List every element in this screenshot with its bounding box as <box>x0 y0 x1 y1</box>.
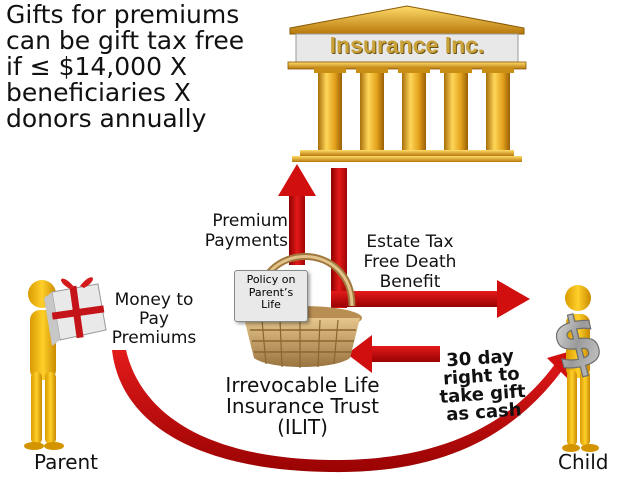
headline-line: beneficiaries X <box>6 78 191 107</box>
headline-line: donors annually <box>6 104 207 133</box>
label-line: Payments <box>204 231 288 251</box>
child-figure-icon <box>562 285 599 452</box>
gift-return-arrow <box>347 335 440 373</box>
policy-card: Policy on Parent’s Life <box>234 270 308 322</box>
death-benefit-label: Estate Tax Free Death Benefit <box>345 232 475 292</box>
trust-label: Irrevocable Life Insurance Trust (ILIT) <box>200 375 405 438</box>
policy-line: Parent’s <box>248 285 294 299</box>
child-caption: Child <box>558 450 609 474</box>
label-line: Irrevocable Life <box>225 373 380 397</box>
insurer-name: Insurance Inc. <box>329 32 485 58</box>
gift-box-icon <box>44 277 107 346</box>
gift-right-note: 30 day right to take gift as cash <box>430 346 535 426</box>
premium-payments-label: Premium Payments <box>178 211 288 251</box>
policy-line: Policy on <box>246 273 296 286</box>
label-line: Money to <box>114 290 194 310</box>
label-line: Free Death <box>363 252 457 272</box>
headline-text: Gifts for premiums can be gift tax free … <box>6 2 244 132</box>
money-to-pay-label: Money to Pay Premiums <box>98 291 210 348</box>
insurance-building-icon <box>287 5 527 162</box>
label-line: Benefit <box>379 272 441 292</box>
label-line: Insurance Trust <box>226 394 379 418</box>
premium-payments-arrow <box>278 164 316 265</box>
parent-caption: Parent <box>34 450 99 474</box>
headline-line: if ≤ $14,000 X <box>6 52 188 81</box>
headline-line: can be gift tax free <box>6 26 245 55</box>
label-line: Estate Tax <box>366 232 454 252</box>
label-line: Pay <box>139 309 169 329</box>
label-line: Premiums <box>111 328 197 348</box>
label-line: Premium <box>212 211 288 231</box>
policy-line: Life <box>261 298 281 311</box>
label-line: (ILIT) <box>277 415 328 439</box>
headline-line: Gifts for premiums <box>6 0 240 29</box>
